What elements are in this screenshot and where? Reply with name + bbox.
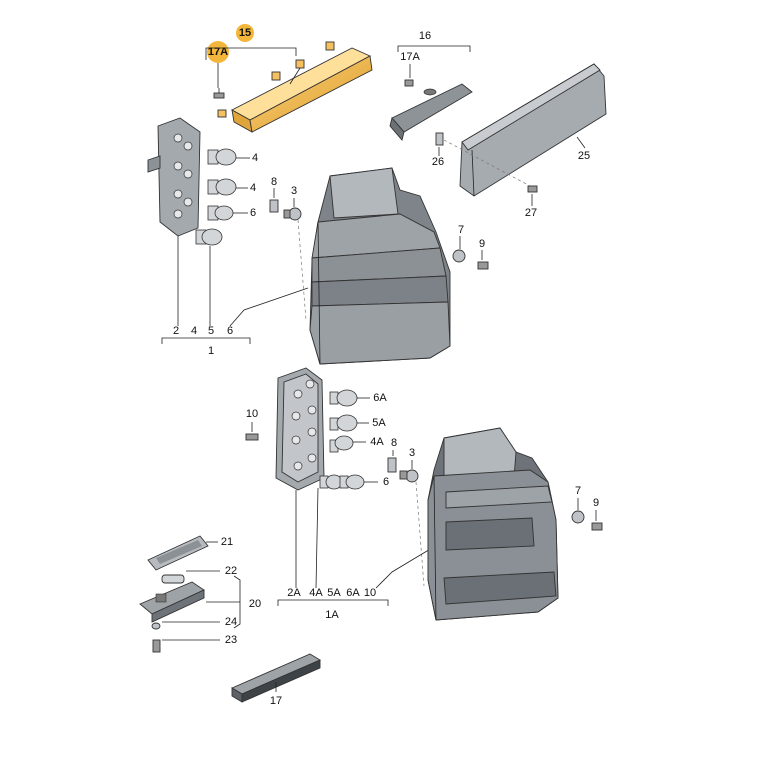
label-7: 7 (458, 224, 464, 236)
label-27: 27 (525, 207, 537, 219)
screw-23 (152, 639, 161, 653)
bulb-22 (161, 574, 185, 584)
label-4b: 4 (250, 182, 256, 194)
label-1a: 1A (325, 609, 339, 621)
label-17a-right: 17A (400, 51, 420, 63)
clip-7 (452, 249, 466, 263)
screw-8b (387, 457, 397, 473)
label-21: 21 (221, 536, 233, 548)
label-24: 24 (225, 616, 237, 628)
nut-3 (283, 207, 302, 221)
bulbs-group-1a (319, 389, 365, 490)
label-1-2: 2 (173, 325, 179, 337)
label-6: 6 (250, 207, 256, 219)
highlight-marker-17a (207, 41, 229, 63)
label-5a: 5A (372, 417, 386, 429)
reflector-17 (231, 653, 321, 703)
label-4a: 4 (252, 152, 258, 164)
screw-8 (269, 199, 279, 213)
label-26: 26 (432, 156, 444, 168)
label-4a2: 4A (370, 436, 384, 448)
label-6ab: 6A (346, 587, 360, 599)
label-10b: 10 (364, 587, 376, 599)
screw-9 (477, 261, 489, 270)
label-15: 15 (239, 27, 251, 39)
lamp-housing-20 (139, 581, 205, 623)
label-5ab: 5A (327, 587, 341, 599)
label-2a: 2A (287, 587, 301, 599)
label-16: 16 (419, 30, 431, 42)
label-10: 10 (246, 408, 258, 420)
clip-7b (571, 510, 585, 524)
label-20: 20 (249, 598, 261, 610)
label-3: 3 (291, 185, 297, 197)
label-1: 1 (208, 345, 214, 357)
tail-light-1a (427, 427, 559, 621)
label-25: 25 (578, 150, 590, 162)
nut-3b (399, 469, 419, 483)
label-6a: 6A (373, 392, 387, 404)
label-22: 22 (225, 565, 237, 577)
highlight-marker-15 (236, 24, 254, 42)
label-9b: 9 (593, 497, 599, 509)
gasket-24 (151, 622, 161, 630)
label-9: 9 (479, 238, 485, 250)
label-17a-top: 17A (208, 46, 228, 58)
seal-21 (147, 535, 209, 571)
bulb-carrier-1a (275, 367, 325, 491)
bulbs-group-1 (195, 148, 237, 246)
tail-light-1 (309, 167, 451, 365)
label-7b: 7 (575, 485, 581, 497)
label-6b: 6 (383, 476, 389, 488)
screw-27 (527, 185, 538, 193)
label-1-6: 6 (227, 325, 233, 337)
clip-26 (435, 132, 444, 146)
third-brake-light-15 (217, 41, 373, 133)
label-8: 8 (271, 176, 277, 188)
label-1-4: 4 (191, 325, 197, 337)
screw-9b (591, 522, 603, 531)
label-1-5: 5 (208, 325, 214, 337)
label-3b: 3 (409, 447, 415, 459)
side-light-16 (389, 79, 473, 141)
cover-plate-25 (459, 63, 607, 197)
label-8b: 8 (391, 437, 397, 449)
label-23: 23 (225, 634, 237, 646)
label-17: 17 (270, 695, 282, 707)
screw-17a-top (213, 88, 225, 99)
screw-10 (245, 433, 259, 441)
label-4ab: 4A (309, 587, 323, 599)
bulb-carrier-1 (147, 117, 201, 237)
